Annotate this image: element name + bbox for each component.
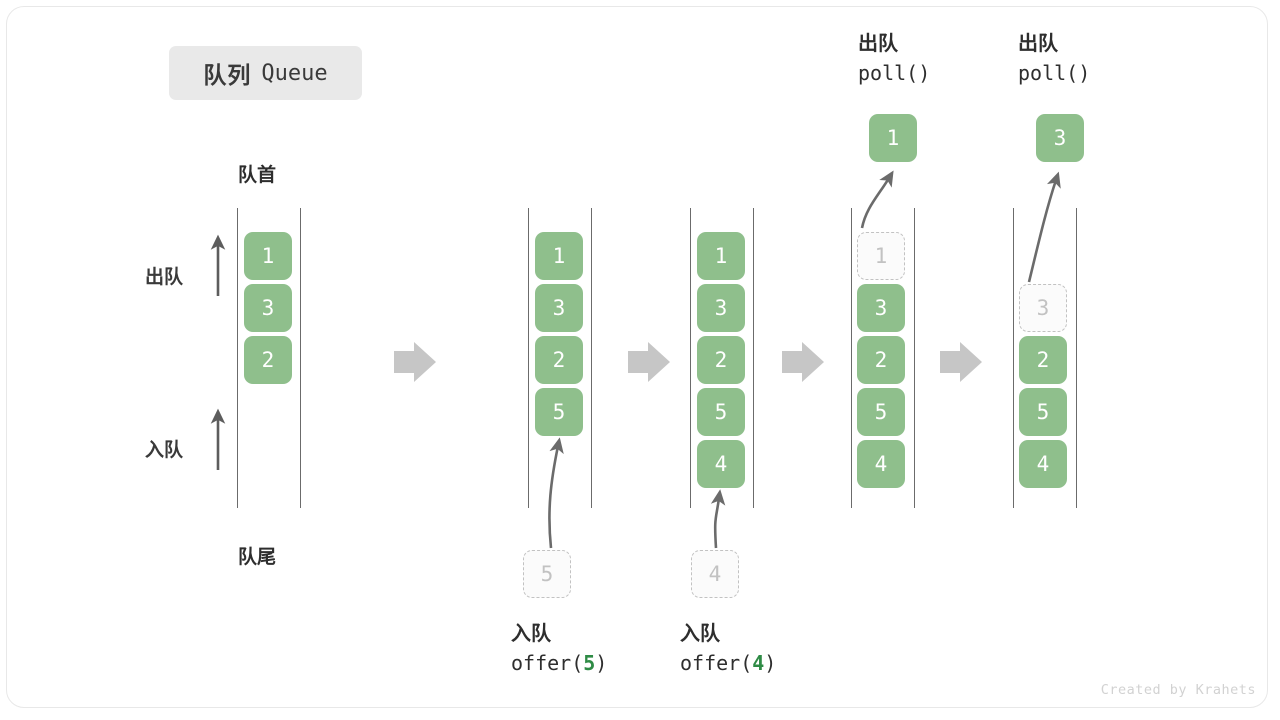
rail-right-4: [914, 208, 915, 508]
offer-4-label-code: offer(4): [680, 651, 777, 675]
queue-cell: 2: [697, 336, 745, 384]
offer-5-label-cn: 入队: [511, 623, 551, 645]
poll-1-label-code: poll(): [858, 61, 931, 85]
diagram-title-badge: 队列 Queue: [169, 46, 362, 100]
dequeue-direction-label: 出队: [145, 267, 184, 288]
title-chinese: 队列: [203, 62, 252, 88]
footer-credit: Created by Krahets: [1100, 682, 1256, 698]
front-label: 队首: [238, 165, 277, 186]
queue-cell: 5: [535, 388, 583, 436]
offer-4-label-cn: 入队: [680, 623, 720, 645]
queue-cell: 4: [1019, 440, 1067, 488]
queue-cell: 3: [535, 284, 583, 332]
page-card: [6, 6, 1268, 708]
rail-left-5: [1013, 208, 1014, 508]
queue-cell: 3: [697, 284, 745, 332]
queue-cell-removed: 1: [857, 232, 905, 280]
queue-cell: 1: [697, 232, 745, 280]
rail-left-3: [690, 208, 691, 508]
rail-right-1: [300, 208, 301, 508]
queue-cell: 5: [857, 388, 905, 436]
queue-cell: 5: [1019, 388, 1067, 436]
rear-label: 队尾: [238, 547, 277, 568]
poll-3-label: 出队 poll(): [1018, 30, 1090, 88]
poll-3-label-cn: 出队: [1018, 33, 1058, 55]
queue-cell: 2: [1019, 336, 1067, 384]
queue-cell: 1: [535, 232, 583, 280]
queue-cell: 2: [857, 336, 905, 384]
queue-cell: 3: [857, 284, 905, 332]
queue-cell: 2: [535, 336, 583, 384]
poll-1-label-cn: 出队: [858, 33, 898, 55]
rail-left-2: [528, 208, 529, 508]
queue-cell: 5: [697, 388, 745, 436]
offer-input-cell-5: 5: [523, 550, 571, 598]
enqueue-direction-label: 入队: [145, 440, 184, 461]
queue-cell: 2: [244, 336, 292, 384]
poll-1-label: 出队 poll(): [858, 30, 930, 88]
queue-cell: 4: [857, 440, 905, 488]
queue-cell-removed: 3: [1019, 284, 1067, 332]
poll-result-cell-3: 3: [1036, 114, 1084, 162]
rail-right-2: [591, 208, 592, 508]
rail-left-1: [237, 208, 238, 508]
offer-5-label: 入队 offer(5): [511, 620, 607, 678]
rail-left-4: [851, 208, 852, 508]
poll-result-cell-1: 1: [869, 114, 917, 162]
rail-right-5: [1076, 208, 1077, 508]
rail-right-3: [753, 208, 754, 508]
queue-cell: 1: [244, 232, 292, 280]
queue-cell: 4: [697, 440, 745, 488]
poll-3-label-code: poll(): [1018, 61, 1091, 85]
offer-input-cell-4: 4: [691, 550, 739, 598]
queue-cell: 3: [244, 284, 292, 332]
offer-4-label: 入队 offer(4): [680, 620, 776, 678]
offer-5-label-code: offer(5): [511, 651, 608, 675]
title-english: Queue: [261, 60, 328, 86]
